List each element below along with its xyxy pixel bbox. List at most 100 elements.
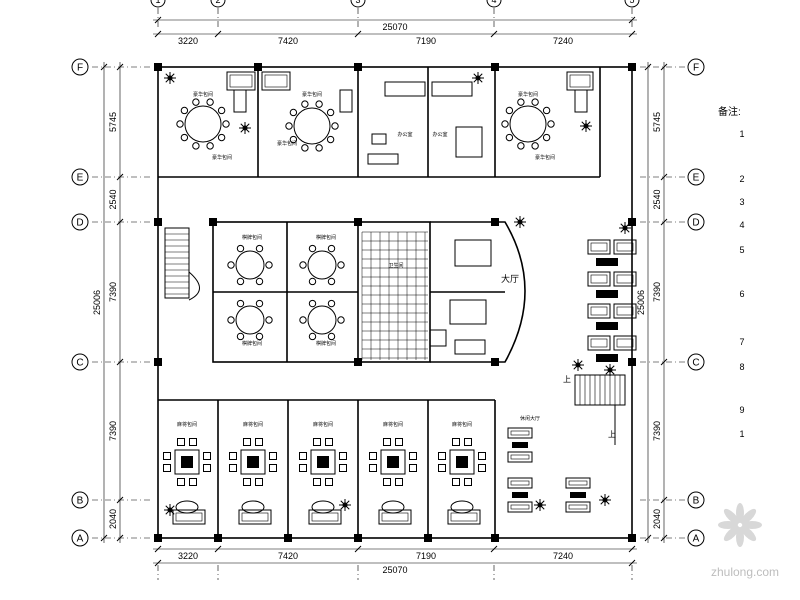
label-center-room-3: 棋牌包间 — [242, 340, 262, 347]
east-plant-2 — [572, 359, 584, 371]
grid-label-row-left-E: E — [77, 173, 84, 184]
table-top — [235, 250, 265, 280]
south-room-4-coffee-table — [381, 500, 405, 514]
chair-0 — [229, 452, 237, 460]
walls — [154, 63, 636, 542]
structural-column-1 — [254, 63, 262, 71]
east-stair-up-label: 上 — [608, 430, 616, 439]
pot — [607, 367, 613, 373]
label-south-room-5: 麻将包间 — [452, 421, 472, 428]
sofa-cushion — [510, 504, 530, 510]
south-room-2-mahjong-table — [229, 438, 277, 486]
top-segment-0: 3220 — [178, 36, 198, 46]
bottom-segment-0: 3220 — [178, 551, 198, 561]
chair — [255, 244, 264, 253]
south-room-5-mahjong-table — [438, 438, 486, 486]
structural-column-15 — [354, 534, 362, 542]
hall-sofa — [454, 339, 486, 355]
watermark-petal — [742, 521, 762, 529]
chair-6 — [452, 478, 460, 486]
south-room-2-sofa — [238, 509, 272, 525]
watermark: zhulong.com — [711, 503, 779, 579]
chair — [308, 332, 317, 341]
chair — [301, 144, 309, 152]
grid-label-row-left-B: B — [77, 496, 84, 507]
bottom-total-tick-start — [154, 559, 162, 567]
leaf — [169, 505, 175, 511]
label-north-room-1b: 豪华包间 — [212, 154, 232, 161]
chair — [206, 142, 214, 150]
top-total: 25070 — [382, 22, 407, 32]
structural-column-16 — [491, 534, 499, 542]
grid-label-row-left-C: C — [76, 358, 83, 369]
right-tick-4 — [660, 496, 668, 504]
sofa-body — [507, 501, 533, 513]
pot — [517, 219, 523, 225]
east-hall-sofa-left-1 — [587, 271, 611, 287]
watermark-petal — [740, 525, 757, 542]
east-hall-table-0 — [596, 258, 618, 266]
chair-4 — [383, 438, 391, 446]
hall-plant — [514, 216, 526, 228]
south-room-1-coffee-table — [175, 500, 199, 514]
center-room-1-table — [227, 244, 273, 286]
label-south-room-1: 麻将包间 — [177, 421, 197, 428]
label-center-room-2: 棋牌包间 — [316, 234, 336, 241]
sofa-body — [447, 509, 481, 525]
bottom-tick-1 — [214, 545, 222, 553]
table-center — [387, 456, 399, 468]
leaf — [624, 227, 630, 233]
label-north-room-3b: 豪华包间 — [535, 154, 555, 161]
top-tick-2 — [354, 30, 362, 38]
chair — [217, 106, 226, 115]
notes-item-3: 4 — [739, 220, 744, 230]
watermark-petal — [736, 503, 744, 523]
structural-column-3 — [491, 63, 499, 71]
grid-bubble-row-left-A — [71, 529, 89, 547]
table-top — [307, 250, 337, 280]
chair — [236, 332, 245, 341]
pot — [622, 225, 628, 231]
north-plant-2 — [239, 122, 251, 134]
grid-bubble-row-left-E — [71, 168, 89, 186]
leaf — [577, 364, 583, 370]
sofa-body — [507, 427, 533, 439]
south-room-2-coffee-table — [241, 500, 265, 514]
grid-bubble-row-right-A — [687, 529, 705, 547]
chair-0 — [438, 452, 446, 460]
east-hall-south-sofa-b-2 — [565, 501, 591, 513]
chair — [505, 133, 514, 142]
leaf — [604, 495, 610, 501]
chair — [222, 120, 230, 128]
label-east-hall: 休闲大厅 — [520, 415, 540, 422]
chair — [227, 261, 235, 269]
west-stair-frame — [164, 227, 190, 299]
hall-seat — [429, 329, 447, 347]
east-hall-south-table-2 — [570, 492, 586, 498]
sofa-body — [613, 239, 637, 255]
chair — [327, 299, 336, 308]
chair-6 — [383, 478, 391, 486]
pot — [575, 362, 581, 368]
table-top — [307, 305, 337, 335]
left-segment-3: 7390 — [108, 421, 118, 441]
sofa-cushion — [590, 338, 608, 348]
watermark-petal — [736, 527, 744, 547]
south-plant-2 — [339, 499, 351, 511]
chair — [315, 144, 323, 152]
south-room-3-sofa — [308, 509, 342, 525]
right-segment-0: 5745 — [652, 112, 662, 132]
table-top — [509, 105, 547, 143]
chair-1 — [438, 464, 446, 472]
bottom-total: 25070 — [382, 565, 407, 575]
leaf — [604, 499, 610, 505]
east-hall-table-2 — [596, 322, 618, 330]
sofa-cushion — [510, 430, 530, 436]
grid-label-row-left-F: F — [77, 63, 83, 74]
leaf — [573, 364, 579, 370]
chair — [315, 100, 323, 108]
label-toilet: 卫生间 — [388, 262, 403, 269]
